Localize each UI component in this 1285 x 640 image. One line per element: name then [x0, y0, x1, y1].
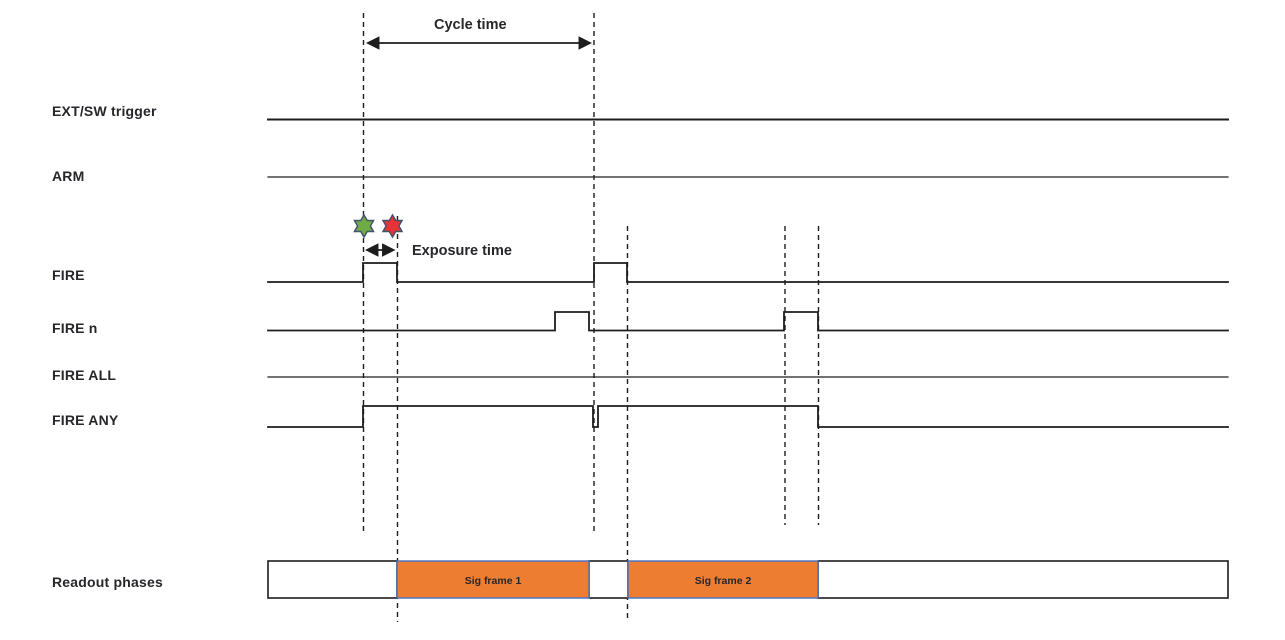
sig-frame-1-label: Sig frame 1: [464, 575, 522, 587]
signal-label-fire: FIRE: [52, 267, 85, 283]
signal-label-fire-any: FIRE ANY: [52, 412, 119, 428]
signal-label-arm: ARM: [52, 168, 85, 184]
fire-any-line: [267, 405, 1229, 428]
readout-idle-segment-1: [267, 560, 398, 599]
cycle-time-label: Cycle time: [434, 17, 507, 33]
red-star-icon: [381, 213, 404, 239]
signal-label-readout-phases: Readout phases: [52, 574, 163, 590]
signal-label-ext-sw-trigger: EXT/SW trigger: [52, 103, 157, 119]
signal-label-fire-n: FIRE n: [52, 320, 98, 336]
green-star-icon: [353, 213, 375, 239]
sig-frame-2-label: Sig frame 2: [694, 575, 752, 587]
fire-n-line: [267, 311, 1229, 332]
sig-frame-1-block: [396, 560, 590, 599]
readout-bar: [267, 560, 1229, 599]
sig-frame-2-block: [627, 560, 819, 599]
readout-idle-segment-2: [817, 560, 1229, 599]
fire-line: [267, 262, 1229, 283]
exposure-time-label: Exposure time: [412, 243, 512, 259]
readout-gap-segment: [588, 560, 629, 599]
signal-label-fire-all: FIRE ALL: [52, 367, 117, 383]
